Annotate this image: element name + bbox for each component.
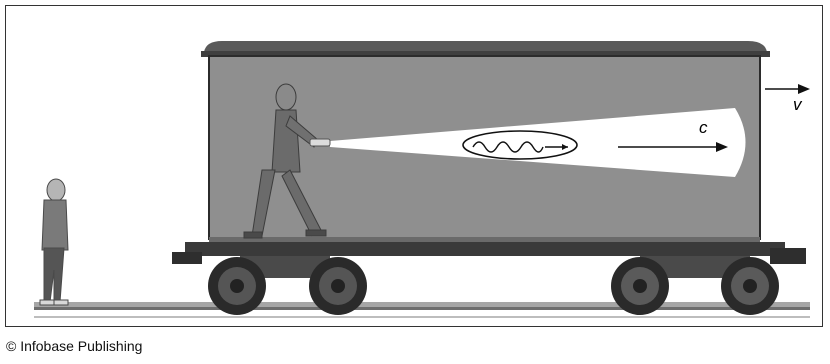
undercarriage <box>172 242 806 278</box>
car-roof <box>204 41 767 52</box>
train-velocity-arrow <box>765 84 810 94</box>
wheel-front-left <box>208 257 266 315</box>
wheel-rear-left <box>309 257 367 315</box>
wheel-front-right <box>611 257 669 315</box>
train-velocity-label: v <box>793 95 802 115</box>
copyright-credit: © Infobase Publishing <box>6 338 142 354</box>
light-speed-label: c <box>699 118 708 138</box>
railroad-track <box>34 302 810 318</box>
woman-standing-figure <box>40 179 68 305</box>
wheel-rear-right <box>721 257 779 315</box>
